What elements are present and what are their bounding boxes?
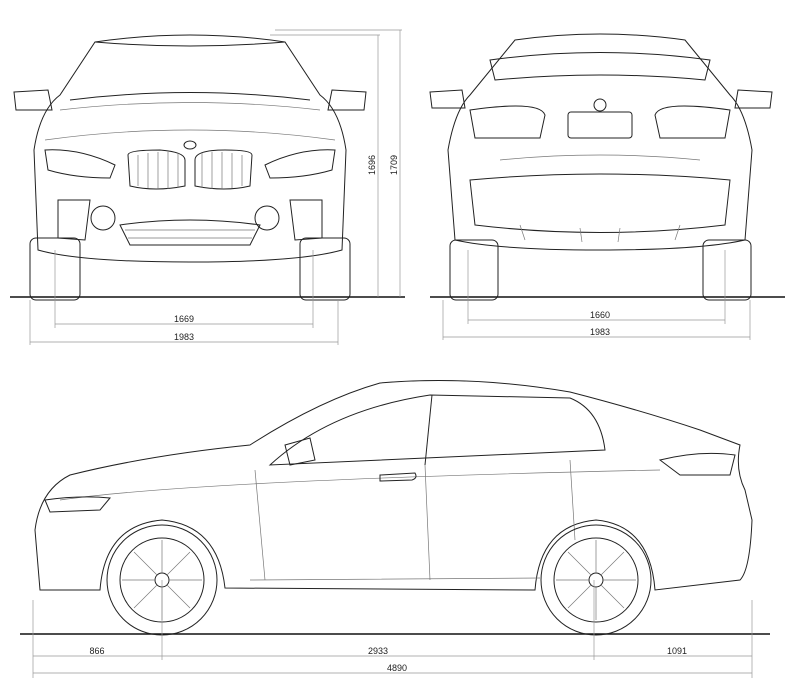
- front-overhang-label: 866: [89, 646, 104, 656]
- rear-overhang-label: 1091: [667, 646, 687, 656]
- front-overall-width-label: 1983: [174, 332, 194, 342]
- rear-track-width-label: 1660: [590, 310, 610, 320]
- rear-overall-width-label: 1983: [590, 327, 610, 337]
- front-track-width-label: 1669: [174, 314, 194, 324]
- overall-length-label: 4890: [387, 663, 407, 673]
- front-height-b-label: 1709: [389, 155, 399, 175]
- side-view: 866 2933 1091 4890: [20, 379, 770, 678]
- front-height-a-label: 1696: [367, 155, 377, 175]
- wheelbase-label: 2933: [368, 646, 388, 656]
- rear-view: 1660 1983: [429, 33, 785, 340]
- front-view: 1669 1983 1696 1709: [10, 29, 405, 345]
